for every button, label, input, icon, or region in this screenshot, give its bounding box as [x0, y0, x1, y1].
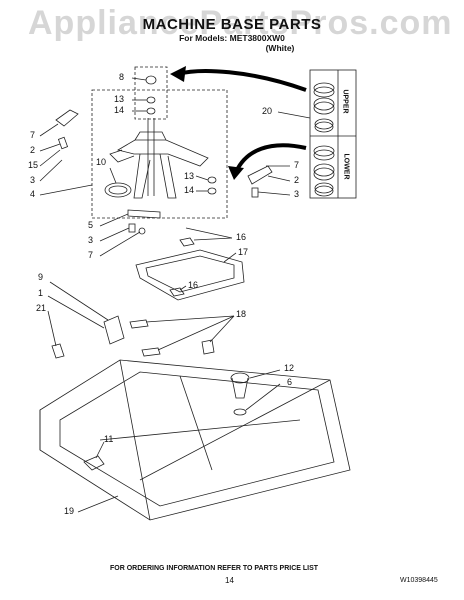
- model-line: For Models: MET3800XW0: [179, 33, 285, 43]
- callout-3-right: 3: [294, 189, 300, 199]
- page-title: MACHINE BASE PARTS: [142, 16, 322, 33]
- page-number: 14: [225, 576, 234, 585]
- callout-7-left: 7: [30, 130, 36, 140]
- callout-5: 5: [88, 220, 94, 230]
- callout-1: 1: [38, 288, 44, 298]
- callout-10: 10: [96, 157, 107, 167]
- callout-14-upper: 14: [114, 105, 125, 115]
- watermark-text: AppliancePartsPros.com: [28, 4, 453, 42]
- upper-arrow-head: [170, 66, 186, 82]
- inset-upper-label: UPPER: [341, 89, 349, 114]
- callout-9: 9: [38, 272, 44, 282]
- upper-bearing-arrow: [177, 69, 307, 92]
- lower-arrow-head: [228, 166, 244, 180]
- callout-3-left: 3: [30, 175, 36, 185]
- callout-21: 21: [36, 303, 47, 313]
- document-number: W10398445: [400, 577, 438, 584]
- bearing-group-box: [134, 66, 168, 120]
- callout-7-mid: 7: [88, 250, 94, 260]
- bearing-inset-box: [309, 69, 357, 199]
- machine-base-frame: [39, 359, 351, 521]
- callout-7-right: 7: [294, 160, 300, 170]
- callout-14-lower: 14: [184, 185, 195, 195]
- callout-11: 11: [104, 434, 114, 444]
- callout-2-right: 2: [294, 175, 300, 185]
- lower-bearing-arrow: [234, 143, 307, 173]
- callout-12: 12: [284, 363, 295, 373]
- callout-17: 17: [238, 247, 249, 257]
- inset-lower-label: LOWER: [342, 153, 350, 180]
- callout-8: 8: [119, 72, 125, 82]
- callout-13-lower: 13: [184, 171, 195, 181]
- color-line: (White): [265, 43, 295, 53]
- callout-20: 20: [262, 106, 273, 116]
- callout-3-mid: 3: [88, 235, 94, 245]
- ordering-note: FOR ORDERING INFORMATION REFER TO PARTS …: [110, 565, 319, 572]
- callout-15: 15: [28, 160, 39, 170]
- callout-16-upper: 16: [236, 232, 247, 242]
- callout-13-upper: 13: [114, 94, 125, 104]
- callout-2-left: 2: [30, 145, 36, 155]
- callout-19: 19: [64, 506, 75, 516]
- callout-6: 6: [287, 377, 293, 387]
- callout-4: 4: [30, 189, 36, 199]
- callout-16-lower: 16: [188, 280, 199, 290]
- callout-18: 18: [236, 309, 247, 319]
